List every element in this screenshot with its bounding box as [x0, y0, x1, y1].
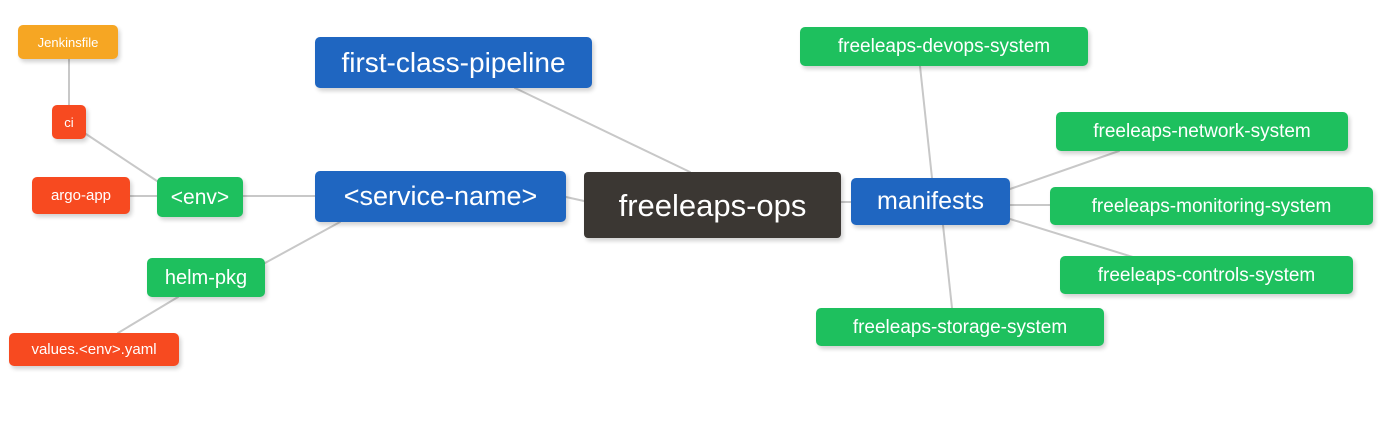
- mindmap-node-values-env-yaml[interactable]: values.<env>.yaml: [9, 333, 179, 366]
- mindmap-node-first-class-pipeline[interactable]: first-class-pipeline: [315, 37, 592, 88]
- edge-first-class-pipeline-to-freeleaps-ops: [514, 87, 691, 173]
- edge-helm-pkg-to-values-env-yaml: [117, 296, 179, 334]
- edge-manifests-to-freeleaps-devops-system: [919, 65, 933, 179]
- mindmap-node-freeleaps-monitoring-system[interactable]: freeleaps-monitoring-system: [1050, 187, 1373, 225]
- edge-manifests-to-freeleaps-network-system: [1009, 150, 1120, 190]
- mindmap-node-label: freeleaps-devops-system: [837, 36, 1051, 57]
- mindmap-node-label: ci: [64, 114, 74, 130]
- mindmap-node-service-name[interactable]: <service-name>: [315, 171, 566, 222]
- mindmap-node-freeleaps-devops-system[interactable]: freeleaps-devops-system: [800, 27, 1088, 66]
- mindmap-node-manifests[interactable]: manifests: [851, 178, 1010, 225]
- mindmap-node-label: argo-app: [50, 187, 112, 204]
- edge-service-name-to-helm-pkg: [264, 221, 341, 264]
- mindmap-node-label: <service-name>: [343, 181, 538, 211]
- mindmap-node-env[interactable]: <env>: [157, 177, 243, 217]
- mindmap-node-freeleaps-controls-system[interactable]: freeleaps-controls-system: [1060, 256, 1353, 294]
- mindmap-node-label: Jenkinsfile: [37, 34, 99, 50]
- mindmap-node-freeleaps-network-system[interactable]: freeleaps-network-system: [1056, 112, 1348, 151]
- edge-ci-to-env: [85, 133, 158, 182]
- mindmap-node-label: freeleaps-controls-system: [1097, 264, 1316, 286]
- mindmap-node-argo-app[interactable]: argo-app: [32, 177, 130, 214]
- mindmap-node-label: first-class-pipeline: [341, 46, 566, 78]
- mindmap-node-helm-pkg[interactable]: helm-pkg: [147, 258, 265, 297]
- mindmap-node-label: freeleaps-ops: [618, 187, 807, 223]
- mindmap-node-ci[interactable]: ci: [52, 105, 86, 139]
- mindmap-node-label: helm-pkg: [164, 266, 248, 289]
- mindmap-node-freeleaps-ops[interactable]: freeleaps-ops: [584, 172, 841, 238]
- edge-manifests-to-freeleaps-storage-system: [942, 224, 953, 309]
- mindmap-node-label: freeleaps-network-system: [1093, 121, 1311, 142]
- mindmap-node-label: values.<env>.yaml: [31, 341, 157, 358]
- mindmap-node-label: freeleaps-storage-system: [852, 316, 1068, 338]
- mindmap-node-label: <env>: [170, 185, 230, 209]
- mindmap-node-label: freeleaps-monitoring-system: [1091, 195, 1332, 217]
- edge-service-name-to-freeleaps-ops: [565, 196, 585, 202]
- mindmap-node-freeleaps-storage-system[interactable]: freeleaps-storage-system: [816, 308, 1104, 346]
- mindmap-node-label: manifests: [877, 187, 984, 215]
- mindmap-node-jenkinsfile[interactable]: Jenkinsfile: [18, 25, 118, 59]
